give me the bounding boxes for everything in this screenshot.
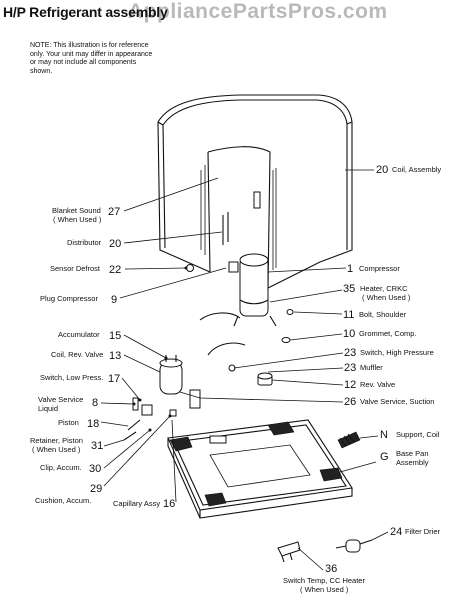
callout-label-2: Assembly	[396, 458, 429, 467]
coil-support-drawing	[337, 431, 361, 449]
compressor-drawing	[228, 253, 294, 343]
callout-number: 8	[92, 397, 98, 409]
callout-number: 10	[343, 328, 355, 340]
callout-number: 26	[344, 396, 356, 408]
callout-labels: 20 Coil, Assembly 1 Compressor 35 Heater…	[30, 164, 441, 594]
callout-number: 30	[89, 463, 101, 475]
callout-label-2: ( When Used )	[300, 585, 349, 594]
leader-dots	[132, 266, 188, 432]
callout-number: 11	[343, 309, 354, 321]
callout-number: G	[380, 451, 389, 463]
callout-number: 36	[325, 563, 337, 575]
callout-label: Grommet, Comp.	[359, 329, 417, 338]
coil-assembly-drawing	[157, 94, 353, 289]
callout-label: Valve Service, Suction	[360, 397, 434, 406]
callout-number: 12	[344, 379, 356, 391]
accumulator-drawing	[123, 355, 201, 441]
callout-number: 15	[109, 330, 121, 342]
callout-label: Distributor	[67, 238, 102, 247]
callout-label: Rev. Valve	[360, 380, 395, 389]
watermark: AppliancePartsPros.com	[128, 0, 388, 23]
page-title: H/P Refrigerant assembly	[3, 4, 168, 20]
reference-note: NOTE: This illustration is for reference…	[30, 42, 153, 75]
callout-label: Switch, Low Press.	[40, 373, 103, 382]
valve-components-drawing	[186, 264, 273, 386]
callout-label: Switch, High Pressure	[360, 348, 434, 357]
callout-label: Accumulator	[58, 330, 100, 339]
callout-label: Coil, Rev. Valve	[51, 350, 103, 359]
callout-label: Capillary Assy	[113, 499, 160, 508]
callout-label-2: ( When Used )	[53, 215, 102, 224]
callout-label: Sensor Defrost	[50, 264, 101, 273]
callout-number: 1	[347, 263, 353, 275]
callout-label: Heater, CRKC	[360, 284, 408, 293]
callout-number: 9	[111, 294, 117, 306]
callout-number: 23	[344, 362, 356, 374]
callout-number: 13	[109, 350, 121, 362]
callout-label: Bolt, Shoulder	[359, 310, 407, 319]
callout-label: Support, Coil	[396, 430, 440, 439]
callout-number: 22	[109, 264, 121, 276]
callout-number: 29	[90, 483, 102, 495]
callout-number: 20	[109, 238, 121, 250]
temp-switch-drawing	[277, 541, 301, 563]
callout-label: Plug Compressor	[40, 294, 98, 303]
callout-label: Valve Service	[38, 395, 83, 404]
base-pan-drawing	[167, 419, 353, 519]
callout-number: 18	[87, 418, 99, 430]
callout-number: 27	[108, 206, 120, 218]
callout-label: Clip, Accum.	[40, 463, 82, 472]
callout-label: Blanket Sound	[52, 206, 101, 215]
filter-drier-drawing	[335, 539, 373, 553]
callout-number: 31	[91, 440, 103, 452]
callout-label-2: ( When Used )	[362, 293, 411, 302]
callout-label-2: Liquid	[38, 404, 58, 413]
callout-label: Retainer, Piston	[30, 436, 83, 445]
callout-number: N	[380, 429, 388, 441]
callout-label: Piston	[58, 418, 79, 427]
callout-number: 23	[344, 347, 356, 359]
callout-label: Base Pan	[396, 449, 429, 458]
callout-label: Muffler	[360, 363, 383, 372]
callout-label-2: ( When Used )	[32, 445, 81, 454]
callout-label: Coil, Assembly	[392, 165, 441, 174]
callout-number: 16	[163, 498, 175, 510]
callout-number: 20	[376, 164, 388, 176]
callout-label: Compressor	[359, 264, 400, 273]
callout-number: 35	[343, 283, 355, 295]
callout-number: 24	[390, 526, 402, 538]
callout-label: Switch Temp, CC Heater	[283, 576, 365, 585]
callout-label: Cushion, Accum.	[35, 496, 91, 505]
callout-label: Filter Drier	[405, 527, 441, 536]
callout-number: 17	[108, 373, 120, 385]
leader-lines	[100, 169, 389, 571]
